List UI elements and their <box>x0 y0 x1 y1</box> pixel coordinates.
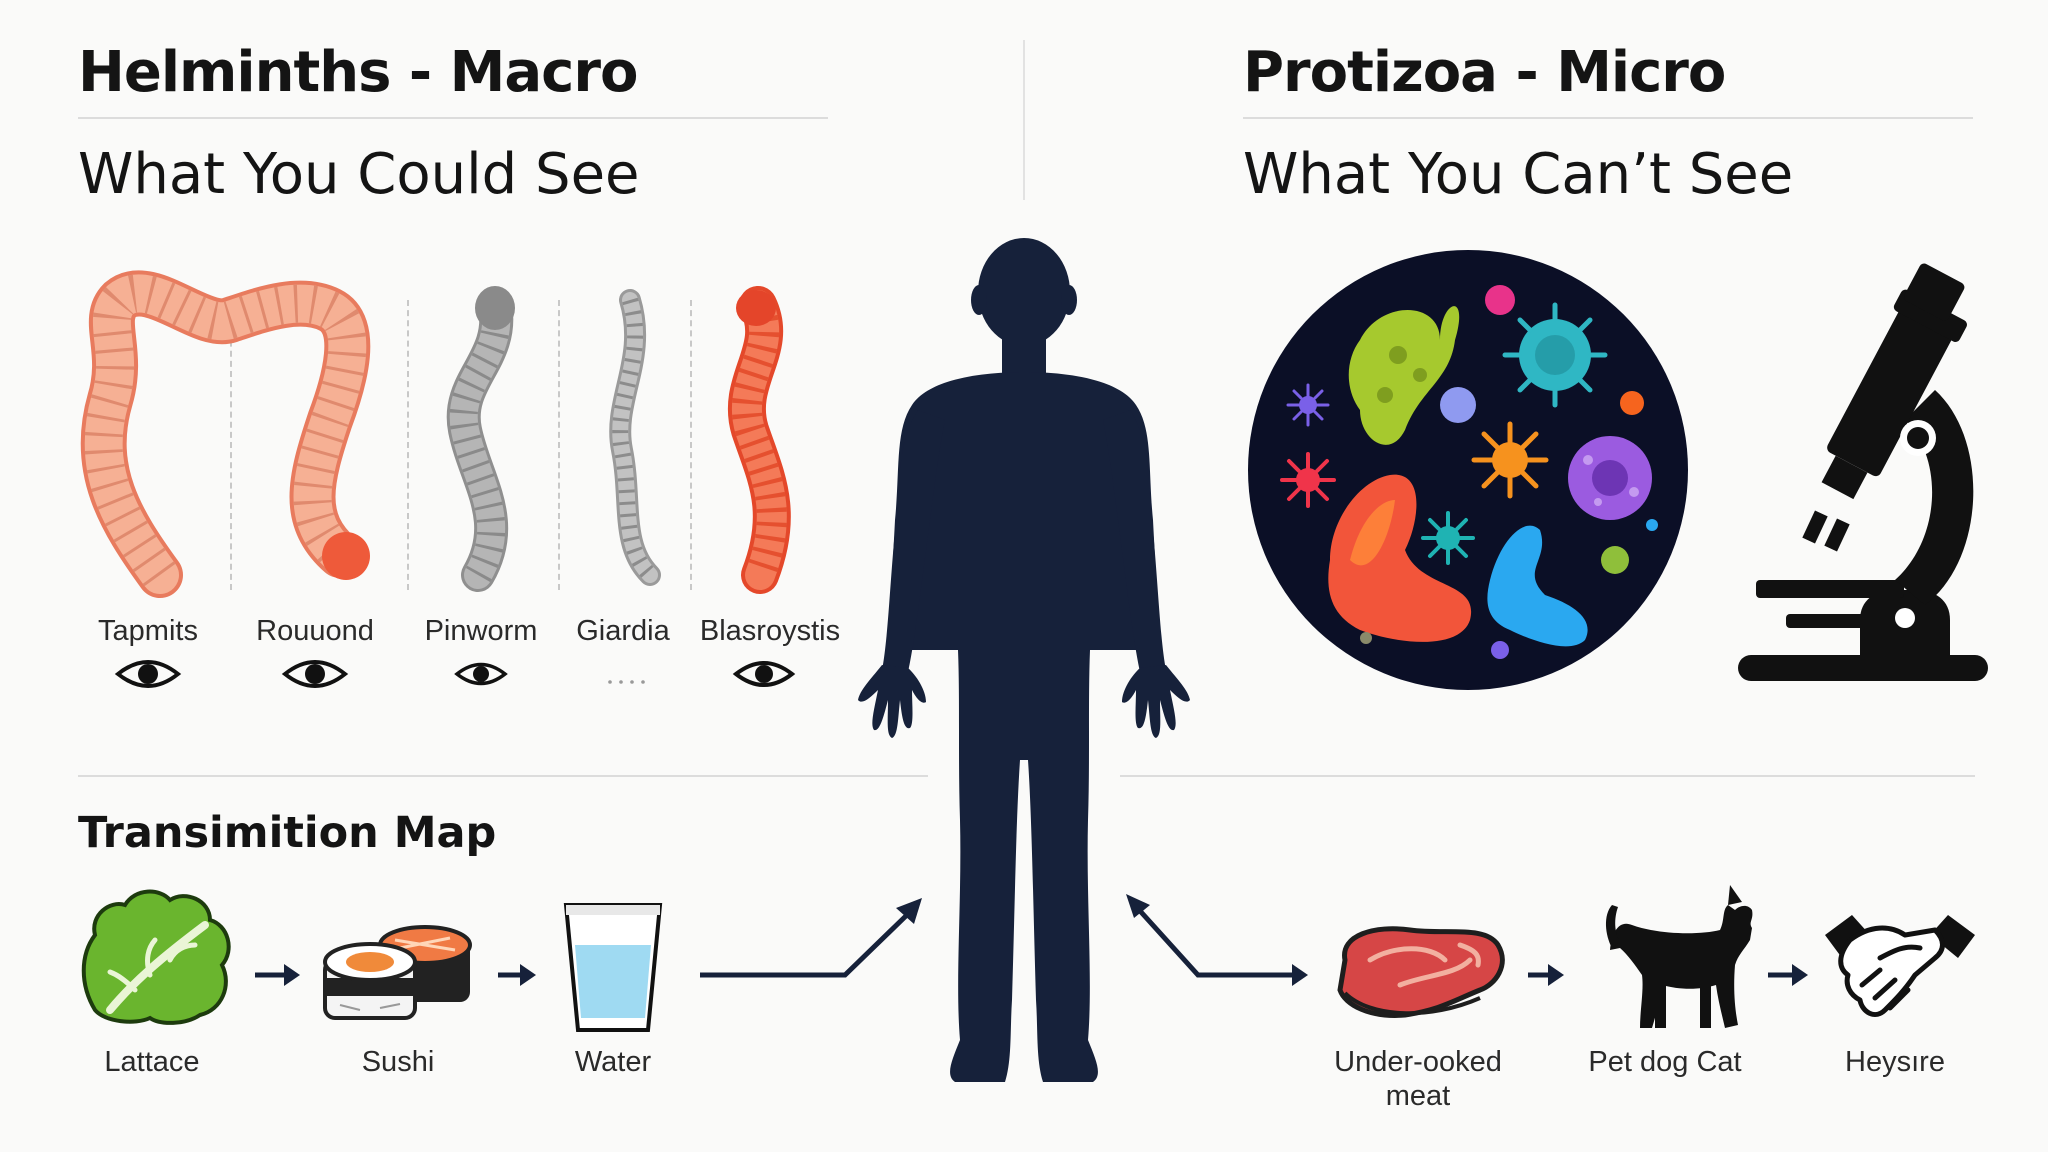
eye-icon <box>114 660 182 688</box>
eye-icon <box>281 660 349 688</box>
connector-arrow <box>700 910 912 978</box>
blastocystis-worm <box>727 286 791 594</box>
helminths-subtitle: What You Could See <box>78 142 640 207</box>
blob-icon <box>1328 474 1472 642</box>
water-glass-icon <box>563 903 663 1032</box>
virus-icon <box>1502 302 1608 408</box>
virus-icon <box>1286 383 1330 427</box>
dot-icon <box>1646 519 1658 531</box>
worm-label: Tapmits <box>98 615 198 647</box>
dot-icon <box>1485 285 1515 315</box>
blob-icon <box>1348 306 1460 445</box>
center-divider <box>1023 40 1025 200</box>
dog-icon <box>1605 885 1753 1028</box>
separator <box>690 300 692 590</box>
virus-icon <box>1471 421 1549 499</box>
dot-icon <box>1360 632 1372 644</box>
handshake-icon <box>1825 915 1975 1017</box>
dot-icon <box>1440 387 1476 423</box>
separator <box>230 300 232 590</box>
protozoa-subtitle: What You Can’t See <box>1243 142 1794 207</box>
virus-icon <box>1280 452 1336 508</box>
tapeworm-worm <box>80 270 371 598</box>
transmission-label: Lattace <box>104 1046 200 1078</box>
transmission-label: Pet dog Cat <box>1588 1046 1742 1078</box>
eye-icon <box>454 662 508 686</box>
blob-icon <box>1487 525 1588 647</box>
transmission-label-line2: meat <box>1385 1080 1451 1112</box>
meat-icon <box>1337 926 1505 1018</box>
transmission-title: Transimition Map <box>78 808 497 858</box>
dots-icon <box>608 680 645 684</box>
separator <box>558 300 560 590</box>
connector-arrow <box>1130 900 1300 978</box>
divider <box>78 117 828 119</box>
sushi-icon <box>323 925 472 1020</box>
virus-icon <box>1421 511 1475 565</box>
worm-label: Blasroystis <box>699 615 841 647</box>
transmission-label: Heysıre <box>1845 1046 1945 1078</box>
arrow-right-icon <box>255 964 300 986</box>
arrow-right-icon <box>1768 964 1808 986</box>
divider <box>1243 117 1973 119</box>
pinworm-worm <box>446 286 515 592</box>
giardia-worm <box>609 289 661 586</box>
divider <box>1120 775 1975 777</box>
eye-icon <box>732 661 796 687</box>
dot-icon <box>1491 641 1509 659</box>
helminths-title: Helminths - Macro <box>78 40 638 105</box>
divider <box>78 775 928 777</box>
worm-label: Pinworm <box>424 615 538 647</box>
transmission-label: Under-ooked <box>1334 1046 1502 1078</box>
cell-icon <box>1568 436 1652 520</box>
worm-label: Giardia <box>576 615 670 647</box>
lettuce-icon <box>81 889 231 1025</box>
transmission-label: Sushi <box>361 1046 435 1078</box>
worm-label: Rouuond <box>256 615 374 647</box>
protozoa-title: Protizoa - Micro <box>1243 40 1726 105</box>
dot-icon <box>1620 391 1644 415</box>
separator <box>407 300 409 590</box>
arrow-right-icon <box>498 964 536 986</box>
transmission-label: Water <box>574 1046 652 1078</box>
dot-icon <box>1601 546 1629 574</box>
arrow-right-icon <box>1528 964 1564 986</box>
